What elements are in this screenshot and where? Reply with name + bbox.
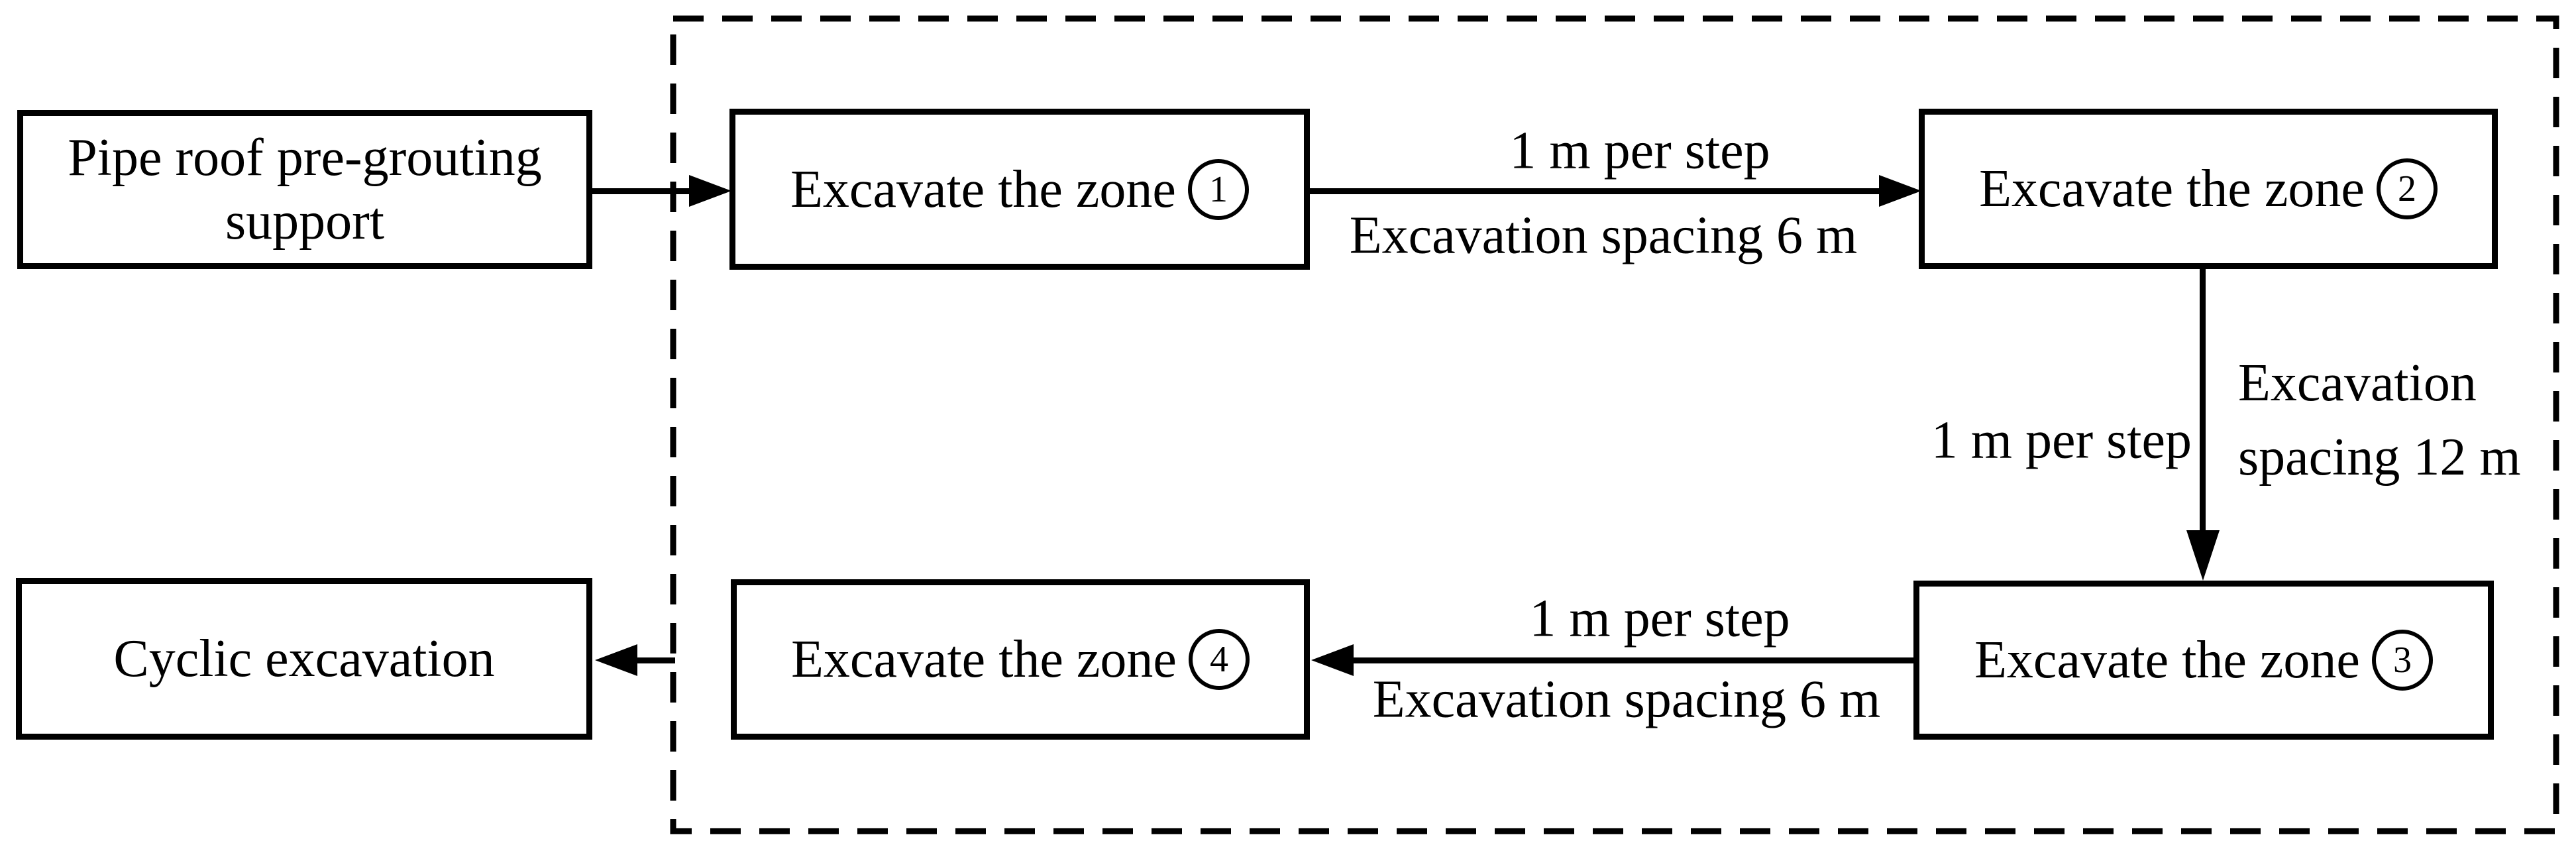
box-pipe-roof-support-label: Pipe roof pre-grouting support [68,129,542,251]
arrow-zone1-to-zone2-head-icon [1879,175,1921,207]
edge-label-zone1-zone2-spacing: Excavation spacing 6 m [1349,206,1858,265]
circled-number-2-icon: 2 [2376,158,2438,219]
box-pipe-roof-support: Pipe roof pre-grouting support [17,110,592,269]
arrow-zone3-to-zone4-line [1354,657,1913,663]
arrow-pipe-to-zone1-head-icon [689,175,731,207]
circled-number-3-icon: 3 [2371,630,2433,691]
arrow-zone2-to-zone3-line [2200,268,2206,533]
arrow-zone3-to-zone4-head-icon [1311,644,1354,676]
box-excavate-zone-1-label: Excavate the zone [790,160,1176,219]
box-excavate-zone-3-label: Excavate the zone [1974,631,2360,689]
edge-label-zone3-zone4-step: 1 m per step [1529,589,1790,648]
circled-number-1-icon: 1 [1187,158,1249,220]
box-cyclic-excavation-label: Cyclic excavation [113,630,495,688]
dashed-rectangle [670,15,2559,834]
arrow-boundary-to-cyclic-line [637,657,675,663]
box-excavate-zone-4: Excavate the zone 4 [731,579,1310,740]
box-excavate-zone-4-label: Excavate the zone [791,630,1177,689]
circled-number-4-icon: 4 [1188,629,1250,690]
edge-label-zone3-zone4-spacing: Excavation spacing 6 m [1372,670,1881,729]
box-excavate-zone-2: Excavate the zone 2 [1919,109,2498,269]
box-excavate-zone-1: Excavate the zone 1 [729,109,1310,270]
edge-label-zone2-zone3-step: 1 m per step [1931,411,2192,470]
arrow-zone1-to-zone2-line [1307,188,1880,194]
arrow-zone2-to-zone3-head-icon [2186,530,2220,581]
box-cyclic-excavation: Cyclic excavation [16,578,592,740]
arrow-boundary-to-cyclic-head-icon [595,644,637,676]
box-excavate-zone-3: Excavate the zone 3 [1913,581,2494,740]
box-excavate-zone-2-label: Excavate the zone [1979,160,2365,218]
edge-label-zone2-zone3-spacing: Excavation spacing 12 m [2238,354,2521,486]
arrow-pipe-to-zone1-line [590,188,690,194]
edge-label-zone1-zone2-step: 1 m per step [1509,121,1770,180]
